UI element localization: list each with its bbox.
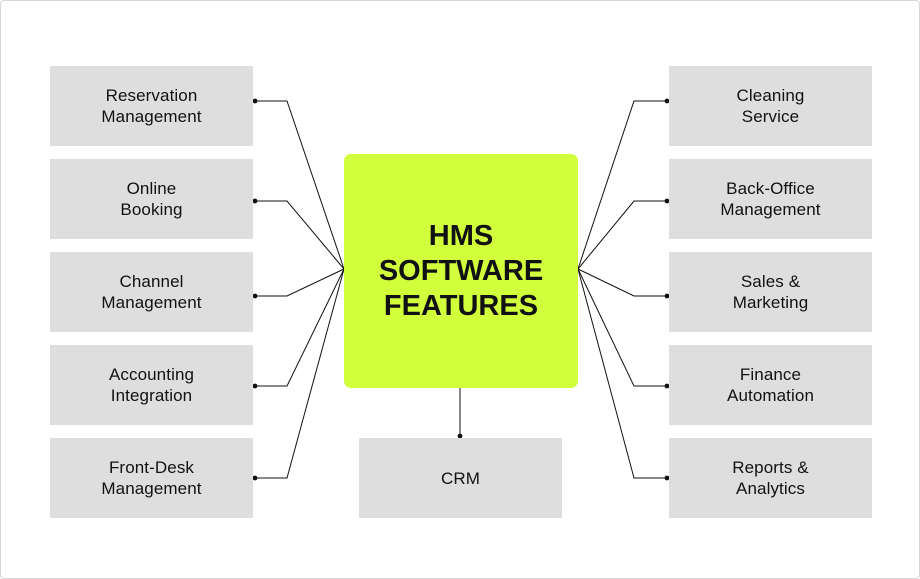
- connector-left-3: [253, 268, 345, 387]
- connector-left-2: [253, 268, 345, 297]
- connector-dot-right-2: [664, 293, 670, 299]
- connector-left-4: [253, 268, 345, 479]
- connector-right-3: [577, 268, 669, 387]
- connector-left-1: [253, 200, 345, 270]
- feature-label: Sales & Marketing: [732, 272, 809, 312]
- feature-label: Cleaning Service: [736, 86, 805, 126]
- connector-dot-right-1: [664, 198, 670, 204]
- connector-dot-right-4: [664, 475, 670, 481]
- feature-label: Accounting Integration: [108, 365, 195, 405]
- feature-box-reports-analytics: Reports & Analytics: [669, 438, 872, 518]
- connector-dot-left-3: [252, 383, 258, 389]
- feature-box-finance-automation: Finance Automation: [669, 345, 872, 425]
- feature-label: Channel Management: [101, 272, 202, 312]
- connector-dot-right-0: [664, 98, 670, 104]
- center-title: HMS SOFTWARE FEATURES: [378, 219, 544, 322]
- connector-right-4: [577, 268, 669, 479]
- feature-box-accounting-integration: Accounting Integration: [50, 345, 253, 425]
- connector-left-0: [253, 100, 345, 270]
- feature-label: CRM: [440, 468, 480, 488]
- connector-dot-right-3: [664, 383, 670, 389]
- connector-right-2: [577, 268, 669, 297]
- center-node: HMS SOFTWARE FEATURES: [344, 154, 578, 388]
- connector-dot-left-0: [252, 98, 258, 104]
- feature-label: Reports & Analytics: [732, 458, 809, 498]
- feature-box-sales-marketing: Sales & Marketing: [669, 252, 872, 332]
- feature-label: Front-Desk Management: [101, 458, 202, 498]
- feature-box-crm: CRM: [359, 438, 562, 518]
- connector-dot-left-2: [252, 293, 258, 299]
- feature-box-online-booking: Online Booking: [50, 159, 253, 239]
- feature-label: Online Booking: [120, 179, 183, 219]
- feature-box-front-desk-management: Front-Desk Management: [50, 438, 253, 518]
- connector-dot-bottom: [457, 433, 463, 439]
- connector-right-0: [577, 100, 669, 270]
- connector-dot-left-1: [252, 198, 258, 204]
- feature-box-channel-management: Channel Management: [50, 252, 253, 332]
- feature-box-back-office-management: Back-Office Management: [669, 159, 872, 239]
- feature-box-cleaning-service: Cleaning Service: [669, 66, 872, 146]
- feature-box-reservation-management: Reservation Management: [50, 66, 253, 146]
- feature-label: Back-Office Management: [720, 179, 821, 219]
- feature-label: Finance Automation: [727, 365, 814, 405]
- connector-right-1: [577, 200, 669, 270]
- feature-label: Reservation Management: [101, 86, 202, 126]
- connector-dot-left-4: [252, 475, 258, 481]
